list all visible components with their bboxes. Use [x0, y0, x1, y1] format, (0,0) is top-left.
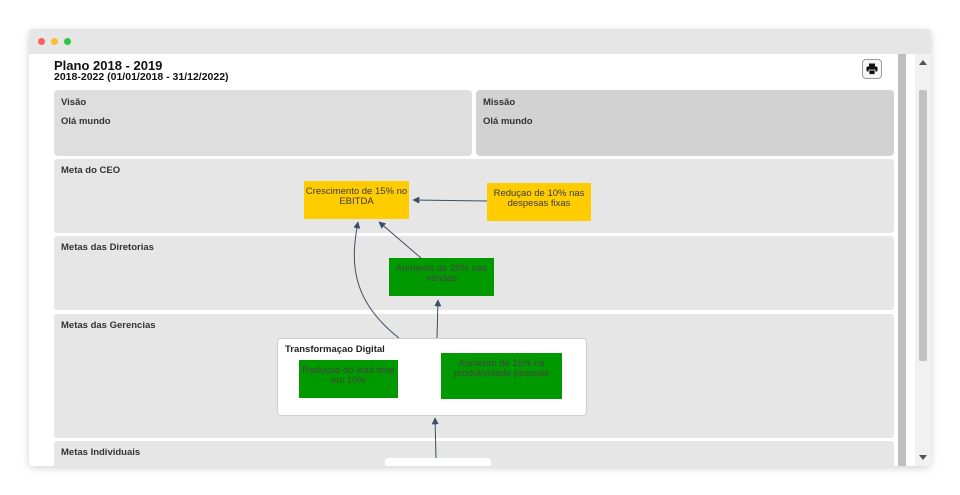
scroll-down-icon[interactable] [919, 455, 927, 460]
goal-aumento-vendas-label: Aumento de 20% nas vendas [396, 263, 487, 284]
visao-text: Olá mundo [61, 116, 111, 127]
section-label-gerencias: Metas das Gerencias [61, 320, 156, 331]
goal-aumento-produtividade-label: Aumento de 15% na produtividade pessoas [453, 358, 550, 379]
goal-aumento-produtividade[interactable]: Aumento de 15% na produtividade pessoas [441, 353, 562, 399]
individual-goal-card[interactable] [385, 458, 491, 466]
visao-label: Visão [61, 97, 87, 108]
print-button[interactable] [862, 59, 882, 79]
title-bar [29, 29, 931, 54]
goal-reducao-lead-label: Reduçao do lead time em 10% [302, 365, 395, 386]
missao-text: Olá mundo [483, 116, 533, 127]
goal-reducao-lead-time[interactable]: Reduçao do lead time em 10% [299, 360, 398, 398]
missao-panel: Missão Olá mundo [476, 90, 894, 156]
goal-crescimento-label: Crescimento de 15% no EBITDA [305, 186, 408, 207]
missao-label: Missão [483, 97, 516, 108]
vertical-scrollbar[interactable] [915, 54, 931, 466]
plan-content: Plano 2018 - 2019 2018-2022 (01/01/2018 … [29, 54, 931, 466]
minimize-window-button[interactable] [51, 38, 58, 45]
scroll-up-icon[interactable] [919, 60, 927, 65]
close-window-button[interactable] [38, 38, 45, 45]
visao-panel: Visão Olá mundo [54, 90, 472, 156]
content-side-rail [898, 54, 906, 466]
section-label-ceo: Meta do CEO [61, 165, 121, 176]
page-subtitle: 2018-2022 (01/01/2018 - 31/12/2022) [54, 71, 229, 83]
goal-reducao-despesas[interactable]: Reduçao de 10% nas despesas fixas [487, 183, 591, 221]
goal-reducao-despesas-label: Reduçao de 10% nas despesas fixas [493, 188, 585, 209]
printer-icon [866, 63, 878, 75]
section-label-diretorias: Metas das Diretorias [61, 242, 154, 253]
app-window: Plano 2018 - 2019 2018-2022 (01/01/2018 … [29, 29, 931, 466]
goal-aumento-vendas[interactable]: Aumento de 20% nas vendas [389, 258, 494, 296]
maximize-window-button[interactable] [64, 38, 71, 45]
section-meta-ceo: Meta do CEO [54, 159, 894, 233]
section-label-individuais: Metas Individuais [61, 447, 141, 458]
goal-crescimento-ebitda[interactable]: Crescimento de 15% no EBITDA [304, 181, 409, 219]
page-title: Plano 2018 - 2019 [54, 58, 163, 73]
group-label: Transformaçao Digital [285, 344, 385, 355]
scroll-thumb[interactable] [919, 90, 927, 361]
